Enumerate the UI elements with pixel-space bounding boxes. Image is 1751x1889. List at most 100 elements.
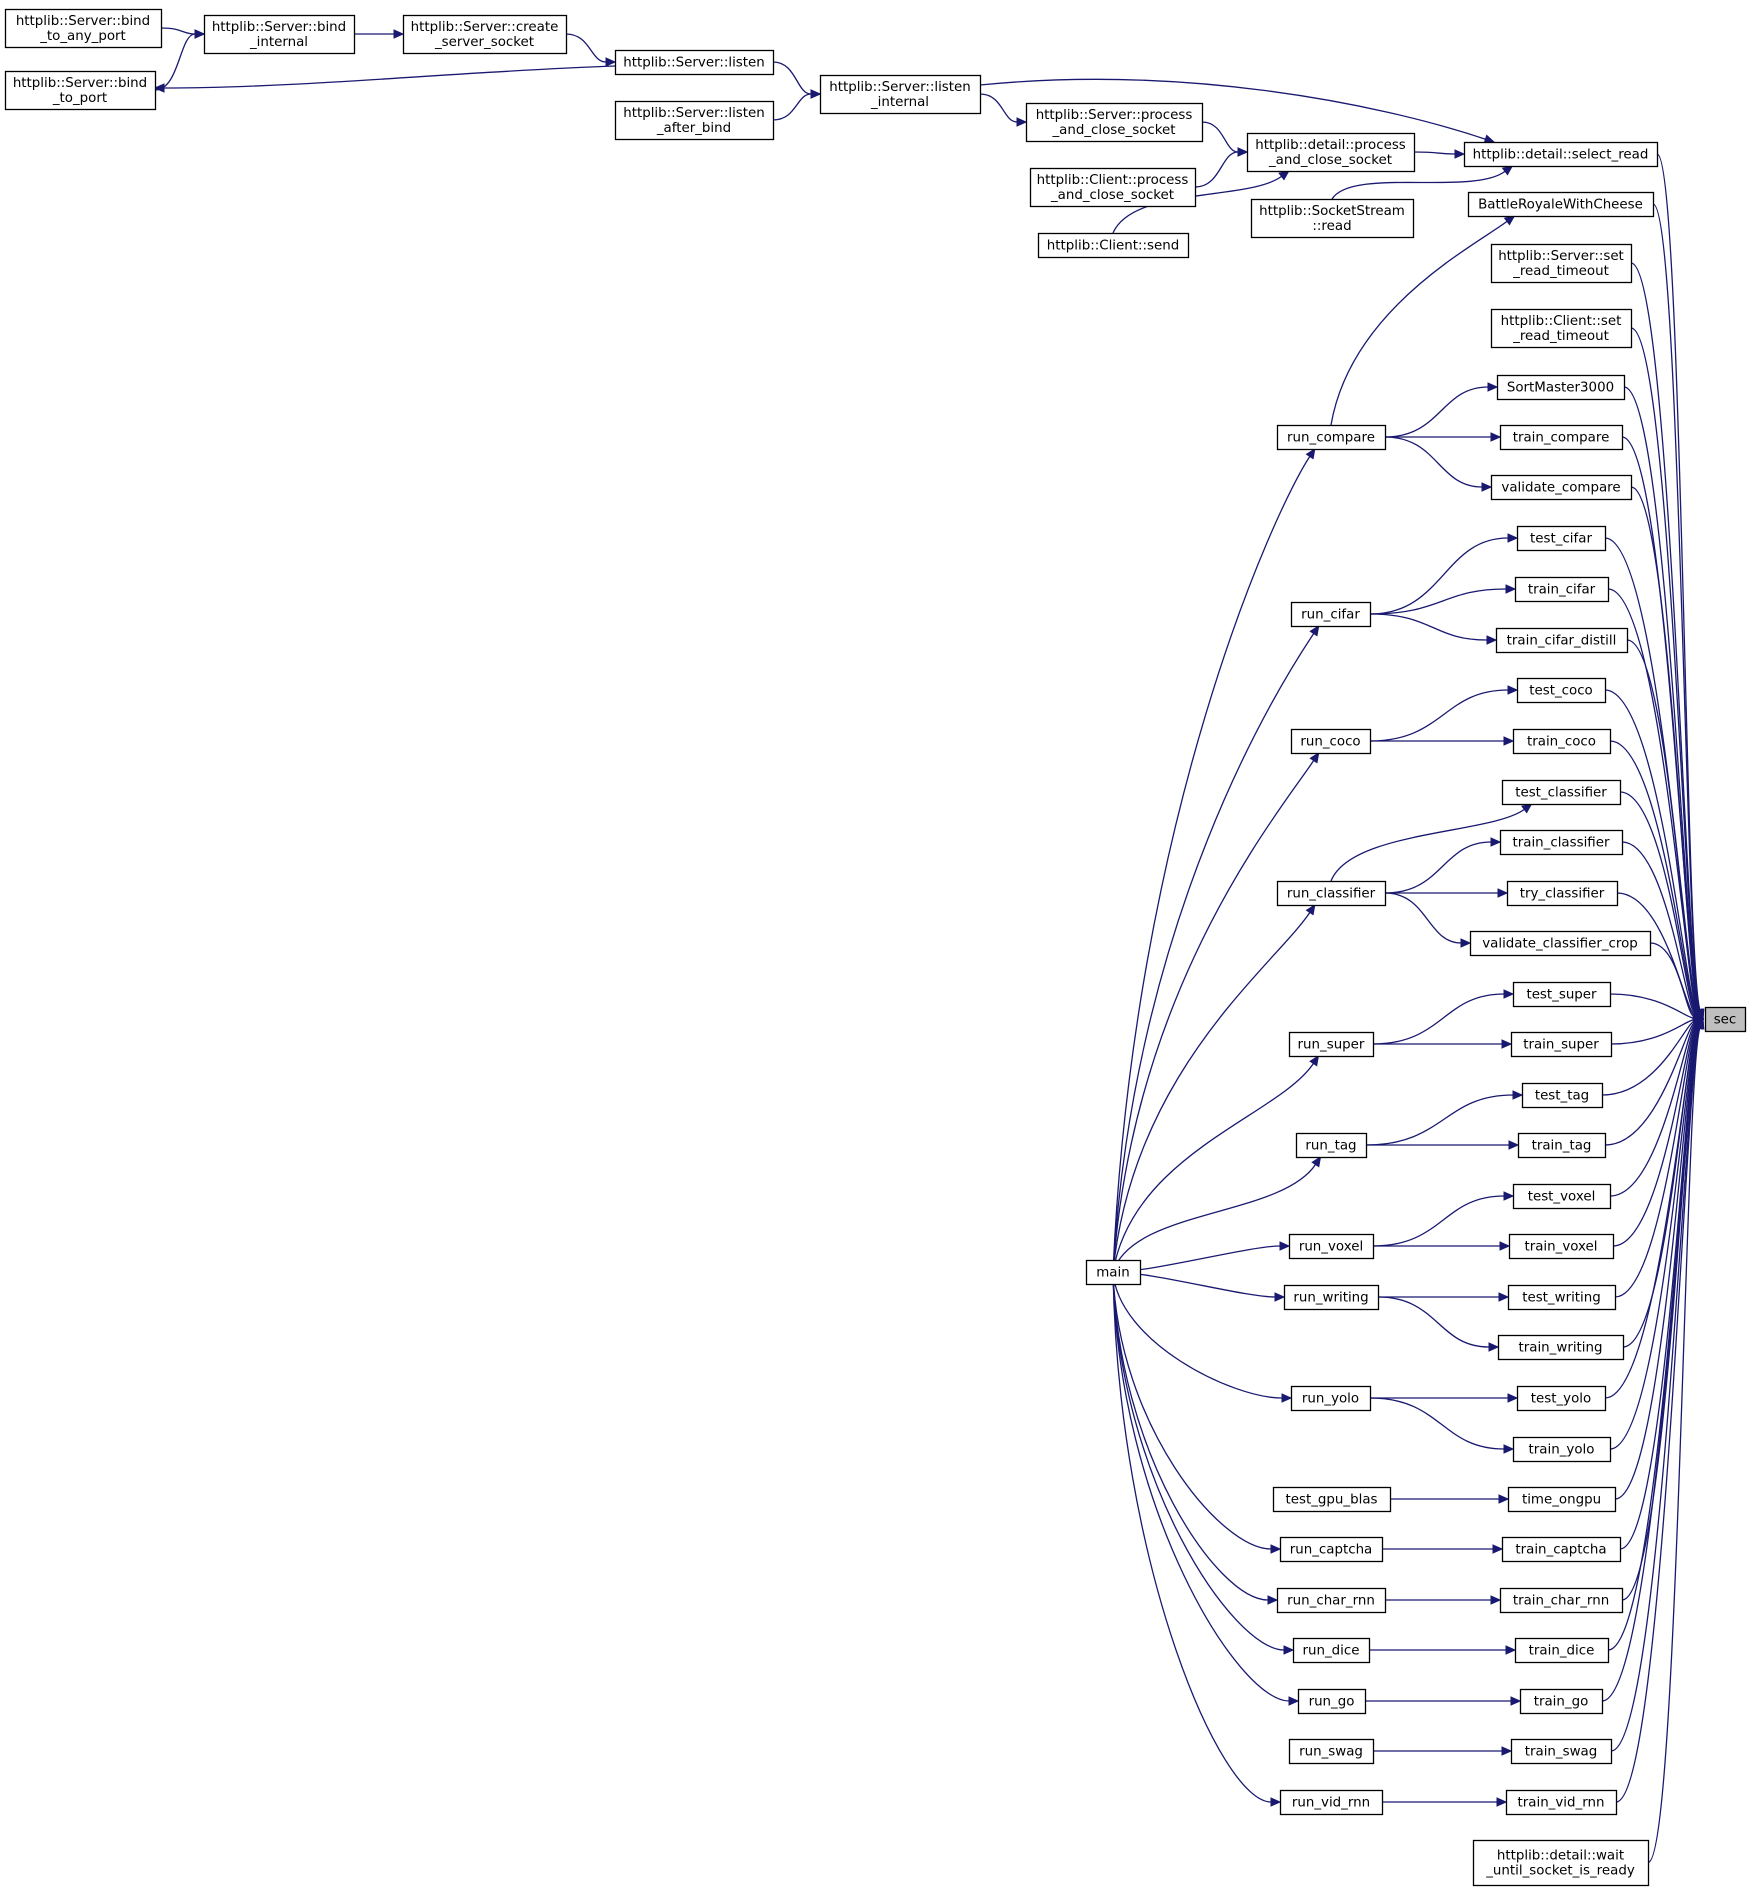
node-test-cifar[interactable]: test_cifar	[1516, 525, 1607, 552]
node-box	[1519, 1688, 1604, 1715]
node-test-yolo[interactable]: test_yolo	[1516, 1385, 1607, 1412]
node-train-tag[interactable]: train_tag	[1517, 1132, 1607, 1159]
node-run-voxel[interactable]: run_voxel	[1288, 1233, 1375, 1260]
node-train-dice[interactable]: train_dice	[1514, 1637, 1610, 1664]
arrowhead	[1501, 165, 1514, 176]
node-train-char-rnn[interactable]: train_char_rnn	[1499, 1587, 1624, 1614]
node-train-cifar[interactable]: train_cifar	[1514, 576, 1610, 603]
edge-main-to-run_super	[1112, 1054, 1320, 1273]
node-train-go[interactable]: train_go	[1519, 1688, 1604, 1715]
arrowhead	[1521, 803, 1533, 814]
edge-run_tag-to-train_tag	[1366, 1140, 1520, 1150]
node-time-ongpu[interactable]: time_ongpu	[1507, 1486, 1617, 1513]
edge-main-to-run_yolo	[1112, 1271, 1293, 1403]
node-brwc[interactable]: BattleRoyaleWithCheese	[1467, 191, 1655, 218]
node-test-coco[interactable]: test_coco	[1516, 677, 1607, 704]
node-box	[1085, 1259, 1142, 1286]
node-test-writing[interactable]: test_writing	[1507, 1284, 1617, 1311]
arrowhead	[1508, 1140, 1520, 1150]
edge-run_dice-to-train_dice	[1369, 1645, 1517, 1655]
node-try-classifier[interactable]: try_classifier	[1506, 880, 1619, 907]
node-label: httplib::Client::send	[1047, 239, 1179, 254]
node-train-swag[interactable]: train_swag	[1510, 1738, 1613, 1765]
node-label: test_coco	[1529, 684, 1593, 699]
arrowhead	[1490, 1595, 1502, 1605]
node-label: run_cifar	[1301, 608, 1360, 623]
node-test-super[interactable]: test_super	[1512, 981, 1612, 1008]
node-run-coco[interactable]: run_coco	[1290, 728, 1372, 755]
node-run-compare[interactable]: run_compare	[1276, 424, 1387, 451]
node-train-captcha[interactable]: train_captcha	[1501, 1536, 1622, 1563]
node-run-char-rnn[interactable]: run_char_rnn	[1276, 1587, 1387, 1614]
node-sortmaster[interactable]: SortMaster3000	[1496, 374, 1626, 401]
node-run-dice[interactable]: run_dice	[1292, 1637, 1371, 1664]
node-run-yolo[interactable]: run_yolo	[1290, 1385, 1372, 1412]
node-train-coco[interactable]: train_coco	[1512, 728, 1612, 755]
node-box	[1490, 474, 1633, 501]
node-box	[1246, 132, 1416, 173]
edge-run_captcha-to-train_captcha	[1382, 1544, 1504, 1554]
node-select-read[interactable]: httplib::detail::select_read	[1463, 141, 1659, 168]
node-sec[interactable]: sec	[1704, 1006, 1747, 1033]
node-run-cifar[interactable]: run_cifar	[1290, 601, 1372, 628]
node-label: test_gpu_blas	[1286, 1493, 1378, 1508]
node-run-tag[interactable]: run_tag	[1295, 1132, 1368, 1159]
node-test-tag[interactable]: test_tag	[1521, 1082, 1604, 1109]
node-bind-port[interactable]: httplib::Server::bind_to_port	[4, 70, 157, 111]
node-test-gpu-blas[interactable]: test_gpu_blas	[1272, 1486, 1392, 1513]
node-main[interactable]: main	[1085, 1259, 1142, 1286]
node-det-pcs[interactable]: httplib::detail::process_and_close_socke…	[1246, 132, 1416, 173]
node-run-go[interactable]: run_go	[1297, 1688, 1367, 1715]
node-listen-ab[interactable]: httplib::Server::listen_after_bind	[614, 100, 775, 141]
arrowhead	[1274, 1292, 1286, 1302]
node-bind-int[interactable]: httplib::Server::bind_internal	[203, 14, 356, 55]
node-label: main	[1096, 1266, 1129, 1281]
node-run-super[interactable]: run_super	[1288, 1031, 1375, 1058]
node-sock-read[interactable]: httplib::SocketStream::read	[1250, 198, 1415, 239]
arrowhead	[1490, 837, 1502, 847]
node-train-super[interactable]: train_super	[1510, 1031, 1613, 1058]
node-label: httplib::Server::listen	[623, 106, 765, 121]
node-train-classifier[interactable]: train_classifier	[1499, 829, 1624, 856]
node-label: test_tag	[1535, 1089, 1589, 1104]
node-listen-int[interactable]: httplib::Server::listen_internal	[819, 74, 982, 115]
node-train-vid-rnn[interactable]: train_vid_rnn	[1505, 1789, 1618, 1816]
node-train-cifar-distill[interactable]: train_cifar_distill	[1495, 627, 1629, 654]
node-label: _internal	[870, 95, 929, 110]
node-box	[1507, 1486, 1617, 1513]
node-run-vid-rnn[interactable]: run_vid_rnn	[1279, 1789, 1384, 1816]
node-label: run_dice	[1303, 1644, 1360, 1659]
arrowhead	[1507, 533, 1519, 543]
node-listen[interactable]: httplib::Server::listen	[614, 49, 775, 76]
node-wait-ready[interactable]: httplib::detail::wait_until_socket_is_re…	[1472, 1839, 1650, 1887]
node-label: _and_close_socket	[1051, 123, 1175, 138]
node-run-captcha[interactable]: run_captcha	[1279, 1536, 1384, 1563]
node-create-sock[interactable]: httplib::Server::create_server_socket	[402, 14, 568, 55]
node-test-voxel[interactable]: test_voxel	[1512, 1183, 1612, 1210]
node-box	[1514, 1637, 1610, 1664]
node-box	[1514, 576, 1610, 603]
node-run-classifier[interactable]: run_classifier	[1276, 880, 1387, 907]
node-validate-compare[interactable]: validate_compare	[1490, 474, 1633, 501]
node-train-compare[interactable]: train_compare	[1499, 424, 1624, 451]
node-label: httplib::Server::set	[1498, 249, 1624, 264]
arrowhead	[1499, 1241, 1511, 1251]
node-train-yolo[interactable]: train_yolo	[1512, 1436, 1612, 1463]
node-bind-any[interactable]: httplib::Server::bind_to_any_port	[4, 8, 163, 49]
node-vcc[interactable]: validate_classifier_crop	[1469, 930, 1652, 957]
node-box	[1292, 1637, 1371, 1664]
node-train-voxel[interactable]: train_voxel	[1508, 1233, 1615, 1260]
node-box	[614, 49, 775, 76]
node-srv-srt[interactable]: httplib::Server::set_read_timeout	[1490, 243, 1633, 284]
node-cli-send[interactable]: httplib::Client::send	[1037, 232, 1190, 259]
node-cli-pcs[interactable]: httplib::Client::process_and_close_socke…	[1029, 167, 1197, 208]
node-test-classifier[interactable]: test_classifier	[1501, 779, 1622, 806]
node-run-writing[interactable]: run_writing	[1283, 1284, 1380, 1311]
node-run-swag[interactable]: run_swag	[1288, 1738, 1375, 1765]
arrowhead	[1481, 482, 1493, 492]
node-train-writing[interactable]: train_writing	[1497, 1334, 1625, 1361]
arrowhead	[1267, 1595, 1279, 1605]
node-cli-srt[interactable]: httplib::Client::set_read_timeout	[1490, 308, 1633, 349]
node-srv-pcs[interactable]: httplib::Server::process_and_close_socke…	[1025, 102, 1204, 143]
arrowhead	[1503, 215, 1516, 226]
